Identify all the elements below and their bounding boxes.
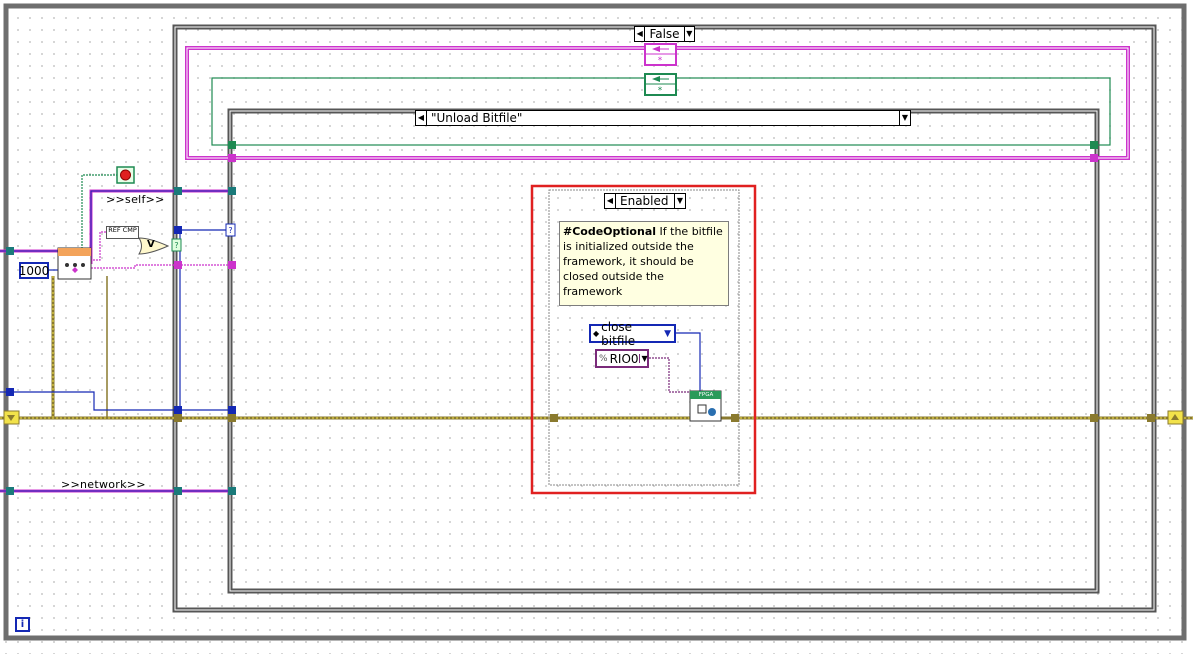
network-wire-label: >>network>>: [61, 478, 146, 491]
timeout-constant[interactable]: 1000: [19, 262, 49, 279]
timeout-value: 1000: [18, 263, 50, 278]
io-resource-icon: %: [599, 353, 608, 364]
self-wire-label: >>self>>: [106, 193, 165, 206]
inner-case-value: "Unload Bitfile": [431, 111, 523, 125]
method-dropdown-icon[interactable]: ▼: [664, 328, 671, 339]
method-value: close bitfile: [601, 319, 636, 348]
comment-tag: #CodeOptional: [563, 225, 657, 238]
or-gate: [138, 237, 170, 255]
comment-text: If the bitfile is initialized outside th…: [563, 225, 723, 298]
code-comment[interactable]: #CodeOptional If the bitfile is initiali…: [559, 221, 729, 306]
svg-text:?: ?: [228, 226, 232, 235]
method-ring-constant[interactable]: ◆ close bitfile ▼: [589, 320, 676, 348]
resource-dropdown-icon[interactable]: ▼: [638, 354, 650, 363]
disable-structure-value: Enabled: [620, 194, 669, 208]
diagram-disable-structure: [548, 189, 740, 486]
inner-case-prev-arrow[interactable]: ◀: [416, 111, 427, 125]
red-highlight-box: [530, 184, 757, 495]
case-prev-arrow[interactable]: ◀: [635, 27, 646, 41]
while-loop-frame: [3, 3, 1187, 641]
outer-case-value: False: [649, 27, 680, 41]
method-ring-icon: ◆: [593, 329, 600, 338]
resource-constant[interactable]: % RIO0 ▼: [595, 349, 649, 368]
inner-case-structure: [227, 108, 1100, 594]
ref-compare-node[interactable]: REF CMP: [106, 226, 139, 239]
svg-text:*: *: [658, 86, 663, 96]
fpga-node-label: FPGA: [698, 392, 714, 398]
disable-dropdown-arrow[interactable]: ▼: [674, 194, 685, 208]
loop-iteration-terminal[interactable]: i: [15, 617, 30, 632]
case-dropdown-arrow[interactable]: ▼: [683, 27, 694, 41]
inner-case-dropdown-arrow[interactable]: ▼: [899, 111, 910, 125]
svg-text:?: ?: [174, 241, 178, 250]
or-gate-label: V: [147, 239, 155, 250]
disable-structure-selector[interactable]: ◀ Enabled ▼: [604, 193, 686, 209]
svg-text:*: *: [658, 56, 663, 66]
outer-case-selector[interactable]: ◀ False ▼: [634, 26, 695, 42]
iteration-label: i: [20, 619, 25, 630]
resource-value: RIO0: [609, 351, 639, 366]
disable-prev-arrow[interactable]: ◀: [605, 194, 616, 208]
ref-compare-label: REF CMP: [108, 226, 137, 234]
inner-case-selector[interactable]: ◀ "Unload Bitfile" ▼: [415, 110, 911, 126]
bool-indicator-terminal: [171, 238, 182, 252]
variant-indicator-terminal: [225, 223, 236, 237]
